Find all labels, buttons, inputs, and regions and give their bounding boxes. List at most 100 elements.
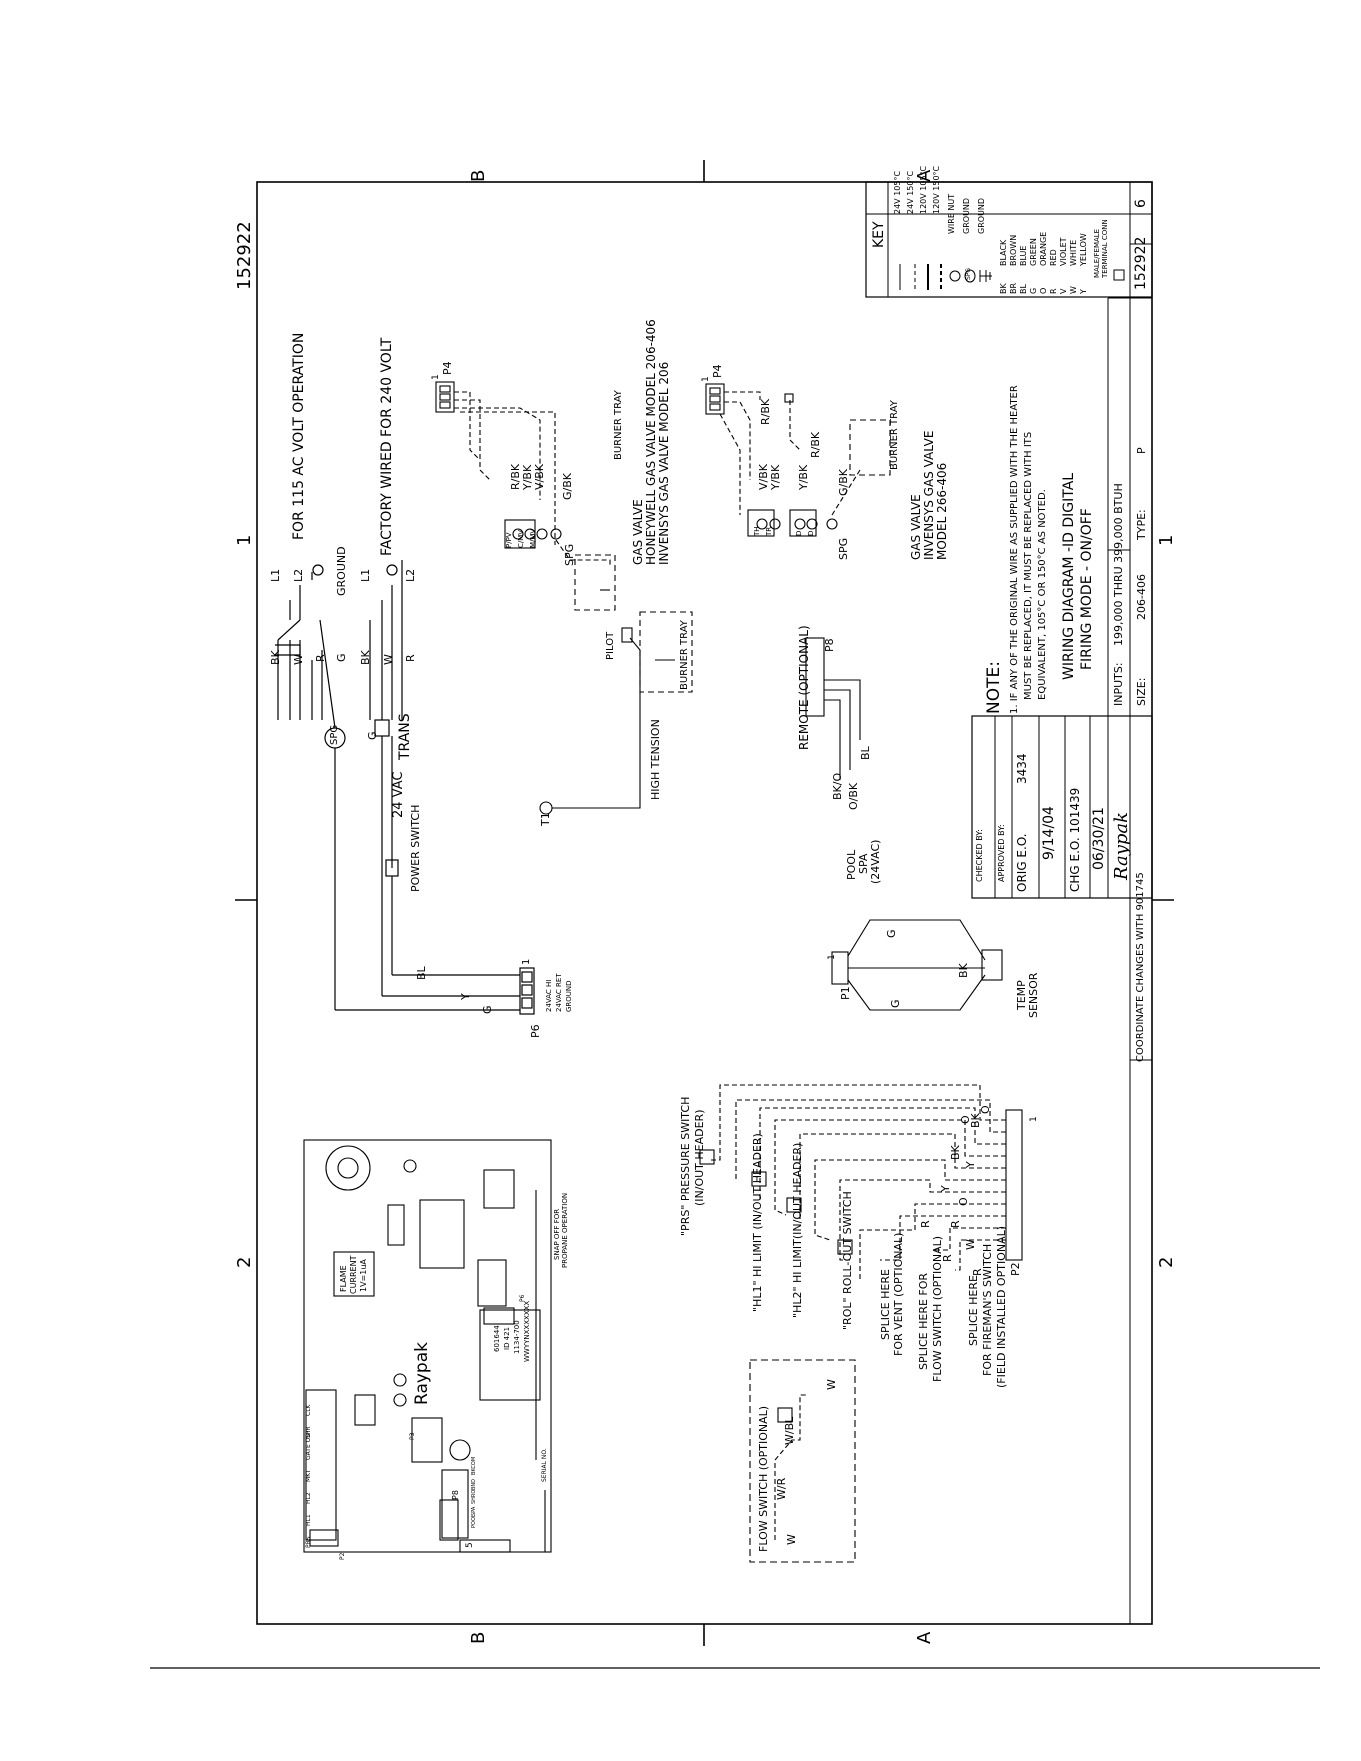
one-label: 1 bbox=[1029, 1116, 1039, 1122]
board-brand: Raypak bbox=[412, 1342, 432, 1405]
pilot-label: PILOT bbox=[605, 631, 616, 660]
wire-label: G/BK bbox=[837, 469, 850, 496]
coordinate-changes: COORDINATE CHANGES WITH 901745 bbox=[1135, 872, 1146, 1062]
raypak-logo: Raypak bbox=[1111, 811, 1132, 880]
spg-label: SPG bbox=[563, 543, 576, 566]
spg-label: SPG bbox=[329, 724, 340, 745]
flame-current-label: 1V=1uA bbox=[359, 1259, 368, 1292]
wire-label: Y/BK bbox=[797, 464, 810, 490]
wire-label: W/BL bbox=[783, 1416, 796, 1445]
dwg-number: 152922 bbox=[1133, 236, 1149, 290]
one-label: 1 bbox=[701, 376, 711, 382]
chip-label: 1134-700 bbox=[513, 1320, 521, 1354]
flame-current-label: FLAME bbox=[339, 1265, 348, 1292]
wire-label: W/R bbox=[775, 1477, 788, 1500]
wire-label: V/BK bbox=[757, 464, 770, 490]
splice-fire-label: FOR FIREMAN'S SWITCH bbox=[981, 1243, 994, 1376]
wire-label: O/BK bbox=[847, 782, 860, 810]
wire-label: BK bbox=[949, 1145, 962, 1160]
power-switch-label: POWER SWITCH bbox=[409, 804, 422, 892]
splice-vent-label: SPLICE HERE bbox=[879, 1269, 892, 1340]
rol-label: "ROL" ROLL-OUT SWITCH bbox=[841, 1191, 854, 1330]
key-line: 24V 105°C bbox=[893, 170, 902, 214]
high-tension-label: HIGH TENSION bbox=[649, 719, 662, 800]
snap-off-label: SNAP OFF FOR bbox=[553, 1208, 561, 1260]
board-p2-label: P2 bbox=[339, 1552, 346, 1560]
pool-label: POOL bbox=[845, 849, 858, 880]
orig-eo: ORIG E.O. bbox=[1015, 833, 1029, 892]
key-color-name: RED bbox=[1049, 249, 1058, 266]
size-label: SIZE: bbox=[1135, 677, 1148, 706]
key-color-code: O bbox=[1039, 287, 1048, 294]
power-115-title: FOR 115 AC VOLT OPERATION bbox=[291, 332, 307, 540]
pin-label: D bbox=[807, 530, 815, 536]
board-pin: HL2 bbox=[305, 1492, 312, 1504]
key-line: 120V 150°C bbox=[932, 165, 941, 214]
wire-label: Y/BK bbox=[521, 464, 534, 490]
burner-tray-label: BURNER TRAY bbox=[613, 390, 624, 460]
prs-label: "PRS" PRESSURE SWITCH bbox=[679, 1096, 692, 1236]
wire-label: R bbox=[919, 1220, 932, 1228]
wire-label: BK bbox=[359, 650, 372, 665]
splice-vent-label: FOR VENT (OPTIONAL) bbox=[892, 1232, 905, 1356]
gas-valve-1-label: INVENSYS GAS VALVE MODEL 206 bbox=[657, 361, 671, 565]
revision: 6 bbox=[1133, 199, 1149, 208]
key-color-code: BR bbox=[1009, 282, 1018, 294]
flow-switch-title: FLOW SWITCH (OPTIONAL) bbox=[757, 1405, 770, 1552]
key-line: WIRE NUT bbox=[947, 193, 956, 234]
wire-label: G bbox=[885, 929, 898, 938]
key-color-name: YELLOW bbox=[1079, 233, 1088, 266]
note-line: MUST BE REPLACED, IT MUST BE REPLACED WI… bbox=[1023, 431, 1034, 700]
board-pin: MKT bbox=[305, 1469, 312, 1482]
gas-valve-2-label: MODEL 266-406 bbox=[935, 462, 949, 560]
chg-eo: CHG E.O. 101439 bbox=[1068, 787, 1082, 892]
temp-sensor-label: SENSOR bbox=[1027, 972, 1040, 1018]
p6-pin: 24VAC HI bbox=[545, 979, 553, 1012]
board-pin: PRS bbox=[305, 1536, 312, 1548]
title-line-2: FIRING MODE - ON/OFF bbox=[1079, 508, 1095, 670]
hl2-label: "HL2" HI LIMIT(IN/OUT HEADER) bbox=[791, 1142, 804, 1318]
vac-label: 24 VAC bbox=[391, 771, 406, 818]
board-pin: CLK bbox=[305, 1404, 312, 1416]
wire-label: Y bbox=[964, 1161, 977, 1168]
key-color-name: VIOLET bbox=[1059, 237, 1068, 266]
p2-label: P2 bbox=[1009, 1262, 1022, 1276]
wire-label: W bbox=[964, 1239, 977, 1250]
remote-title: REMOTE (OPTIONAL) bbox=[797, 625, 811, 750]
approved-by: APPROVED BY: bbox=[997, 824, 1006, 882]
wire-label: BK bbox=[269, 650, 282, 665]
wire-label: G bbox=[889, 999, 902, 1008]
p4-label: P4 bbox=[711, 364, 724, 378]
power-240-title: FACTORY WIRED FOR 240 VOLT bbox=[379, 337, 395, 556]
title-line-1: WIRING DIAGRAM -ID DIGITAL bbox=[1061, 472, 1077, 680]
temp-sensor-label: TEMP bbox=[1015, 980, 1028, 1010]
board-serial-label: SERIAL NO. bbox=[541, 1448, 548, 1482]
zone-b-bottom: B bbox=[468, 1631, 489, 1644]
note-title: NOTE: bbox=[984, 661, 1004, 714]
key-line: GROUND bbox=[962, 197, 971, 234]
key-line: GROUND bbox=[977, 197, 986, 234]
note-line: EQUIVALENT, 105°C OR 150°C AS NOTED. bbox=[1037, 489, 1048, 700]
gas-valve-2-label: INVENSYS GAS VALVE bbox=[922, 430, 936, 560]
g-label: G bbox=[366, 731, 379, 740]
board-p8-pin: POOL bbox=[471, 1514, 477, 1528]
wire-label: R bbox=[314, 654, 327, 662]
key-spg: SPG bbox=[965, 267, 972, 280]
inputs-label: INPUTS: bbox=[1112, 662, 1125, 706]
gas-valve-1-label: HONEYWELL GAS VALVE MODEL 206-406 bbox=[644, 319, 658, 565]
trans-label: TRANS bbox=[397, 713, 413, 760]
size-value: 206-406 bbox=[1135, 574, 1148, 620]
splice-flow-label: SPLICE HERE FOR bbox=[917, 1272, 930, 1370]
wire-label: Y bbox=[939, 1185, 952, 1192]
wire-label: R bbox=[971, 1268, 984, 1276]
key-color-name: BROWN bbox=[1009, 234, 1018, 266]
p8-label: P8 bbox=[823, 638, 836, 652]
key-conn: MALE/FEMALE bbox=[1093, 228, 1101, 278]
wire-label: Y/BK bbox=[769, 464, 782, 490]
wire-label: V/BK bbox=[533, 464, 546, 490]
wire-label: W bbox=[382, 654, 395, 665]
board-p8-pin: BKCOM bbox=[471, 1456, 477, 1475]
board-p8-label: P8 bbox=[451, 1490, 460, 1500]
splice-fire-label: (FIELD INSTALLED OPTIONAL) bbox=[995, 1225, 1008, 1388]
